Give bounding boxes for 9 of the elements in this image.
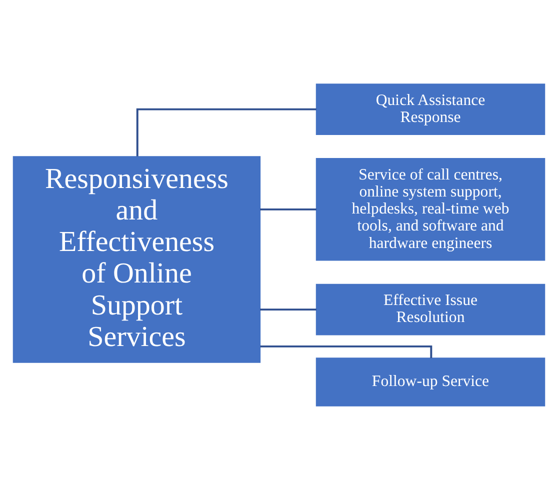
connector <box>260 308 316 311</box>
node-box: Effective Issue Resolution <box>316 284 546 336</box>
node-box: Responsiveness and Effectiveness of Online Support Services <box>12 156 261 363</box>
connector <box>260 208 316 210</box>
connector <box>136 108 316 156</box>
node-box: Quick Assistance Response <box>316 84 546 135</box>
node-box: Service of call centres, online system support, helpdesks, real-time web tools, and software and hardware engineers <box>316 158 546 261</box>
connector <box>260 345 432 358</box>
node-box: Follow-up Service <box>316 358 546 406</box>
